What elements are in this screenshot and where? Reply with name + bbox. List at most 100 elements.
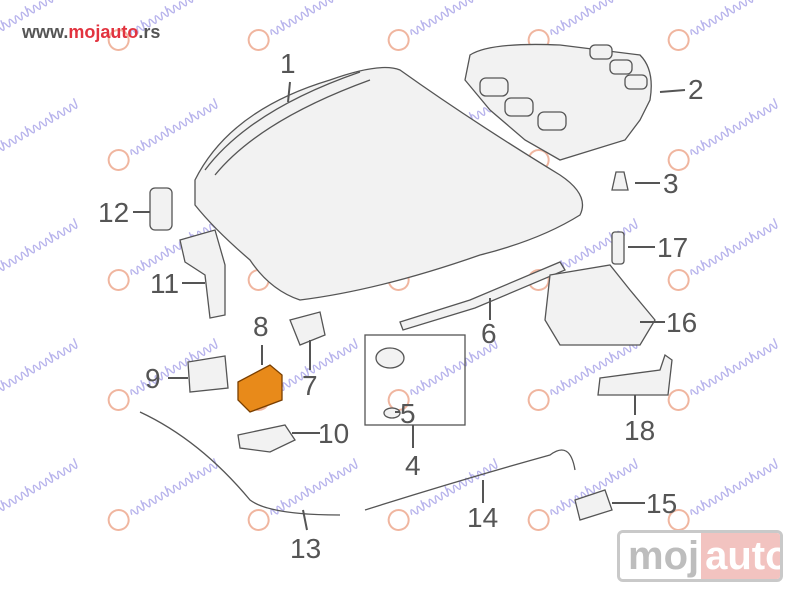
leader-lines xyxy=(133,81,686,531)
callout-6: 6 xyxy=(481,318,497,349)
callout-9: 9 xyxy=(145,363,161,394)
watermark xyxy=(667,0,778,51)
callout-8: 8 xyxy=(253,311,269,342)
watermark-seal-icon xyxy=(667,269,690,291)
watermark-seal-icon xyxy=(247,509,270,531)
callout-1: 1 xyxy=(280,48,296,79)
callout-10: 10 xyxy=(318,418,350,449)
watermark-lettering xyxy=(0,218,78,275)
part-gas-strut xyxy=(399,261,566,331)
callout-7: 7 xyxy=(302,370,318,401)
watermark-seal-icon xyxy=(387,29,410,51)
part-18 xyxy=(597,353,673,396)
part-7 xyxy=(289,311,326,346)
watermark-lettering xyxy=(690,338,778,395)
part-9 xyxy=(187,355,229,393)
watermark xyxy=(667,338,778,411)
watermark xyxy=(667,458,778,531)
callout-13: 13 xyxy=(290,533,322,564)
callout-11: 11 xyxy=(150,268,180,299)
watermark xyxy=(107,338,218,411)
watermark-lettering xyxy=(690,0,778,35)
watermark xyxy=(107,0,218,51)
watermark-seal-icon xyxy=(667,149,690,171)
watermark-seal-icon xyxy=(527,389,550,411)
watermark-seal-icon xyxy=(527,509,550,531)
part-13-cable xyxy=(139,411,341,516)
watermark-lettering xyxy=(130,218,218,275)
callout-5: 5 xyxy=(400,398,416,429)
watermark-seal-icon xyxy=(667,389,690,411)
part-bumper xyxy=(149,187,173,231)
callout-16: 16 xyxy=(666,307,698,338)
watermark xyxy=(0,0,78,35)
callout-2: 2 xyxy=(688,74,704,105)
watermark xyxy=(667,98,778,171)
part-4-group-box xyxy=(364,334,466,426)
watermark-lettering xyxy=(410,338,498,395)
watermark-seal-icon xyxy=(107,29,130,51)
watermark xyxy=(527,338,638,411)
watermark xyxy=(107,98,218,171)
callout-3: 3 xyxy=(663,168,679,199)
watermark-lettering xyxy=(690,218,778,275)
watermark-lettering xyxy=(0,338,78,395)
url-suffix: .rs xyxy=(138,22,161,42)
part-bracket xyxy=(179,229,226,319)
watermark xyxy=(247,458,358,531)
watermark-seal-icon xyxy=(247,29,270,51)
watermark-lettering xyxy=(270,0,358,35)
watermark xyxy=(0,218,78,275)
watermark xyxy=(387,338,498,411)
watermark-lettering xyxy=(690,98,778,155)
watermark-lettering xyxy=(410,0,498,35)
watermark-seal-icon xyxy=(667,509,690,531)
part-10 xyxy=(237,424,296,453)
watermark-lettering xyxy=(0,458,78,515)
watermark xyxy=(387,458,498,531)
url-prefix: www. xyxy=(22,22,69,42)
watermark xyxy=(0,98,78,155)
part-hood-lock xyxy=(544,264,656,346)
watermark xyxy=(107,458,218,531)
watermark-seal-icon xyxy=(387,389,410,411)
watermark-seal-icon xyxy=(387,509,410,531)
callout-18: 18 xyxy=(624,415,656,446)
watermark-seal-icon xyxy=(107,509,130,531)
watermark-seal-icon xyxy=(667,29,690,51)
callout-12: 12 xyxy=(98,197,130,228)
part-bolt xyxy=(611,231,625,265)
part-8-highlighted xyxy=(237,364,283,413)
part-14-cable xyxy=(364,449,576,511)
watermark-lettering xyxy=(130,338,218,395)
url-brand: mojauto xyxy=(68,22,139,42)
watermark-lettering xyxy=(130,0,218,35)
part-hood-insulation xyxy=(464,43,652,161)
watermark-lettering xyxy=(130,458,218,515)
part-hood xyxy=(194,66,584,301)
watermark-lettering xyxy=(270,458,358,515)
part-buffer xyxy=(375,347,405,369)
watermark xyxy=(247,0,358,51)
watermark-lettering xyxy=(0,0,78,35)
logo-part-1: moj xyxy=(620,533,702,579)
watermark xyxy=(0,458,78,515)
watermark-seal-icon xyxy=(107,389,130,411)
site-url[interactable]: www.mojauto.rs xyxy=(22,22,160,43)
watermark-seal-icon xyxy=(107,149,130,171)
watermark xyxy=(107,218,218,291)
callout-17: 17 xyxy=(657,232,689,263)
callout-4: 4 xyxy=(405,450,421,481)
watermark xyxy=(387,0,498,51)
watermark-lettering xyxy=(550,338,638,395)
watermark-lettering xyxy=(550,0,638,35)
watermark-lettering xyxy=(0,98,78,155)
watermark xyxy=(0,338,78,395)
callout-14: 14 xyxy=(467,502,499,533)
part-15 xyxy=(574,489,613,521)
callout-15: 15 xyxy=(646,488,678,519)
logo-part-2: auto xyxy=(701,533,780,579)
